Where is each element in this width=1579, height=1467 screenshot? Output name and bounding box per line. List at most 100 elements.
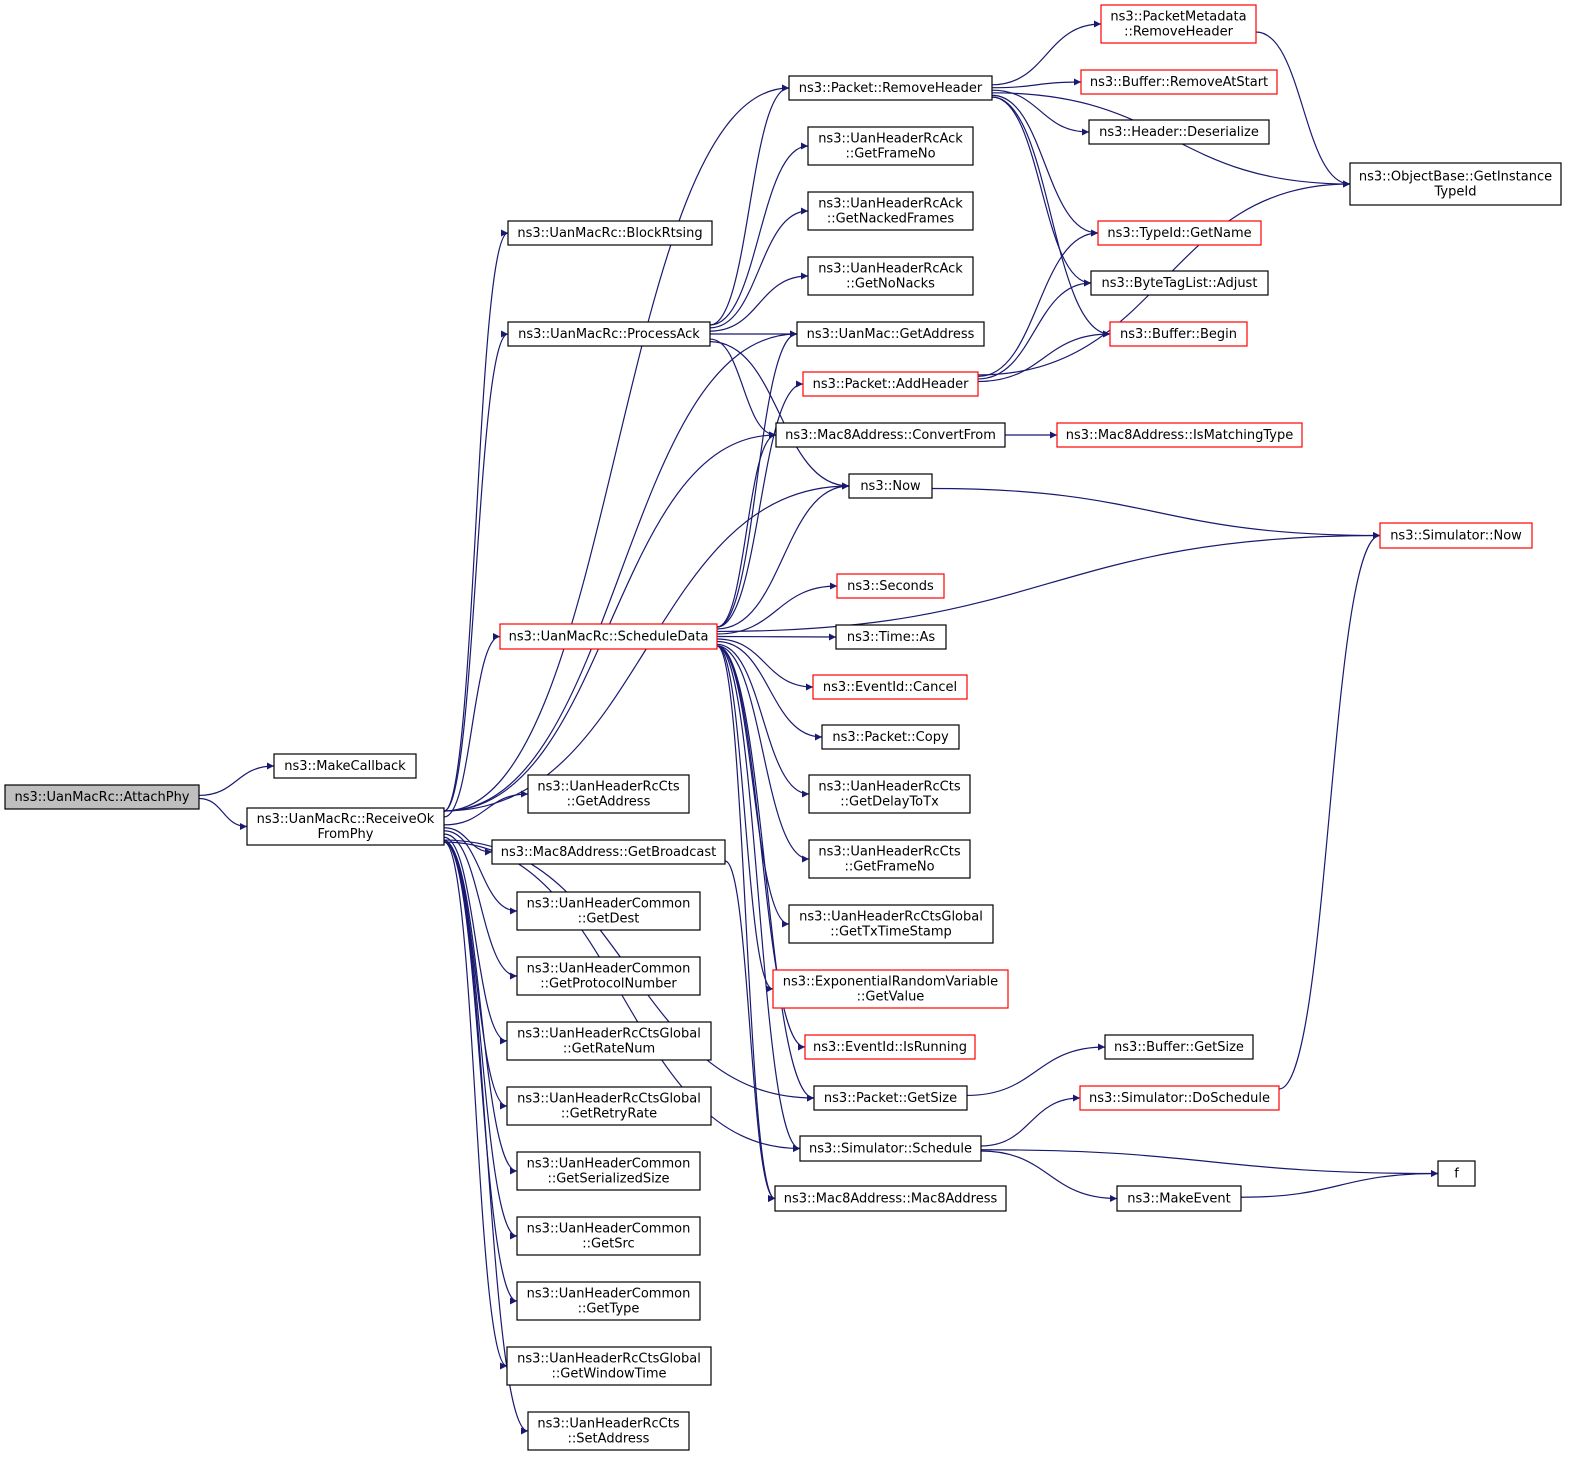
edge-receive_ok_from_phy-to-cts_set_address	[443, 841, 529, 1435]
node-label: ns3::UanHeaderRcAck	[818, 197, 963, 212]
node-ctsglobal-get-window-time[interactable]: ns3::UanHeaderRcCtsGlobal::GetWindowTime	[506, 1346, 712, 1386]
edge-packet_remove_header-to-buffer_remove_at_start	[991, 78, 1082, 89]
node-label: ns3::Simulator::Schedule	[809, 1142, 972, 1157]
edge-simulator_do_schedule-to-simulator_now	[1278, 532, 1381, 1090]
node-label: ns3::MakeEvent	[1127, 1192, 1231, 1207]
edge-receive_ok_from_phy-to-mac8_convert_from	[443, 431, 777, 812]
edge-now-to-simulator_now	[931, 487, 1381, 539]
edge-process_ack-to-ack_get_frame_no	[709, 142, 809, 326]
edge-simulator_schedule-to-simulator_do_schedule	[980, 1094, 1081, 1147]
node-cts-get-frame-no[interactable]: ns3::UanHeaderRcCts::GetFrameNo	[808, 839, 971, 879]
node-process-ack[interactable]: ns3::UanMacRc::ProcessAck	[507, 321, 711, 347]
node-label: ns3::UanHeaderRcCtsGlobal	[517, 1352, 701, 1367]
edge-schedule_data-to-packet_copy	[716, 640, 823, 741]
node-block-rtsing[interactable]: ns3::UanMacRc::BlockRtsing	[507, 220, 713, 246]
node-cts-get-address[interactable]: ns3::UanHeaderRcCts::GetAddress	[527, 774, 690, 814]
edge-packet_add_header-to-buffer_begin	[977, 330, 1111, 383]
node-buffer-begin[interactable]: ns3::Buffer::Begin	[1109, 321, 1248, 347]
node-packet-get-size[interactable]: ns3::Packet::GetSize	[813, 1085, 968, 1111]
node-common-get-src[interactable]: ns3::UanHeaderCommon::GetSrc	[516, 1216, 701, 1256]
node-ctsglobal-get-rate-num[interactable]: ns3::UanHeaderRcCtsGlobal::GetRateNum	[506, 1021, 712, 1061]
node-header-deserialize[interactable]: ns3::Header::Deserialize	[1088, 119, 1270, 145]
node-exp-rv-get-value[interactable]: ns3::ExponentialRandomVariable::GetValue	[772, 969, 1009, 1009]
node-buffer-remove-at-start[interactable]: ns3::Buffer::RemoveAtStart	[1080, 69, 1278, 95]
node-label: ns3::UanHeaderCommon	[527, 1222, 691, 1237]
edge-packet_remove_header-to-typeid_get_name	[991, 94, 1099, 237]
node-eventid-cancel[interactable]: ns3::EventId::Cancel	[812, 674, 968, 700]
edge-receive_ok_from_phy-to-block_rtsing	[443, 229, 509, 812]
node-cts-get-delay-to-tx[interactable]: ns3::UanHeaderRcCts::GetDelayToTx	[808, 774, 971, 814]
node-packet-remove-header[interactable]: ns3::Packet::RemoveHeader	[788, 75, 993, 101]
node-ack-get-frame-no[interactable]: ns3::UanHeaderRcAck::GetFrameNo	[807, 126, 974, 166]
node-label: ns3::Packet::GetSize	[824, 1091, 957, 1106]
node-label: ::RemoveHeader	[1124, 25, 1234, 40]
node-eventid-is-running[interactable]: ns3::EventId::IsRunning	[804, 1034, 976, 1060]
node-label: ns3::UanMacRc::ReceiveOk	[257, 812, 435, 827]
edge-packet_add_header-to-typeid_get_name	[977, 229, 1099, 378]
edge-schedule_data-to-mac8_convert_from	[716, 431, 777, 628]
edge-receive_ok_from_phy-to-common_get_serialized_size	[443, 841, 518, 1175]
node-label: ns3::UanHeaderCommon	[527, 962, 691, 977]
node-attach-phy[interactable]: ns3::UanMacRc::AttachPhy	[4, 784, 200, 810]
node-mac8-convert-from[interactable]: ns3::Mac8Address::ConvertFrom	[775, 422, 1006, 448]
node-mac8-get-broadcast[interactable]: ns3::Mac8Address::GetBroadcast	[491, 839, 726, 865]
node-label: ns3::EventId::IsRunning	[813, 1040, 967, 1055]
node-label: ::GetSrc	[582, 1237, 634, 1252]
edge-process_ack-to-ack_get_no_nacks	[709, 272, 809, 332]
node-metadata-remove-header[interactable]: ns3::PacketMetadata::RemoveHeader	[1100, 4, 1257, 44]
node-buffer-get-size[interactable]: ns3::Buffer::GetSize	[1104, 1034, 1254, 1060]
node-schedule-data[interactable]: ns3::UanMacRc::ScheduleData	[499, 623, 718, 650]
node-label: ::GetType	[578, 1302, 640, 1317]
edge-receive_ok_from_phy-to-cts_get_address	[443, 790, 529, 826]
node-label: ns3::ByteTagList::Adjust	[1102, 276, 1258, 291]
edge-receive_ok_from_phy-to-ctsglobal_get_retry_rate	[443, 839, 508, 1110]
node-ctsglobal-get-retry-rate[interactable]: ns3::UanHeaderRcCtsGlobal::GetRetryRate	[506, 1086, 712, 1126]
node-f[interactable]: f	[1437, 1160, 1476, 1187]
node-cts-set-address[interactable]: ns3::UanHeaderRcCts::SetAddress	[527, 1411, 690, 1451]
node-packet-copy[interactable]: ns3::Packet::Copy	[821, 724, 960, 750]
node-ctsglobal-get-tx-time-stamp[interactable]: ns3::UanHeaderRcCtsGlobal::GetTxTimeStam…	[788, 904, 994, 944]
node-label: ns3::UanHeaderCommon	[527, 1287, 691, 1302]
node-label: ns3::Simulator::Now	[1390, 529, 1522, 544]
node-common-get-dest[interactable]: ns3::UanHeaderCommon::GetDest	[516, 891, 701, 931]
node-common-get-protocol-number[interactable]: ns3::UanHeaderCommon::GetProtocolNumber	[516, 956, 701, 996]
node-seconds[interactable]: ns3::Seconds	[836, 573, 945, 599]
node-typeid-get-name[interactable]: ns3::TypeId::GetName	[1097, 220, 1262, 246]
node-label: ::GetFrameNo	[844, 860, 934, 875]
node-common-get-serialized-size[interactable]: ns3::UanHeaderCommon::GetSerializedSize	[516, 1151, 701, 1191]
node-label: ns3::Time::As	[847, 630, 936, 645]
node-label: ::GetSerializedSize	[547, 1172, 669, 1187]
node-simulator-schedule[interactable]: ns3::Simulator::Schedule	[799, 1135, 982, 1162]
edge-receive_ok_from_phy-to-uanmac_get_address	[443, 330, 798, 812]
edge-packet_remove_header-to-header_deserialize	[991, 89, 1090, 136]
edge-process_ack-to-ack_get_nacked_frames	[709, 207, 809, 329]
node-simulator-now[interactable]: ns3::Simulator::Now	[1379, 522, 1533, 549]
edge-receive_ok_from_phy-to-ctsglobal_get_rate_num	[443, 836, 508, 1045]
node-now[interactable]: ns3::Now	[848, 473, 933, 499]
node-label: ::GetTxTimeStamp	[830, 925, 952, 940]
node-label: ns3::UanMacRc::BlockRtsing	[517, 226, 702, 241]
node-make-callback[interactable]: ns3::MakeCallback	[273, 753, 417, 779]
node-uanmac-get-address[interactable]: ns3::UanMac::GetAddress	[796, 321, 985, 347]
node-label: ns3::UanHeaderCommon	[527, 1157, 691, 1172]
node-packet-add-header[interactable]: ns3::Packet::AddHeader	[802, 371, 979, 397]
node-common-get-type[interactable]: ns3::UanHeaderCommon::GetType	[516, 1281, 701, 1321]
node-label: ns3::UanHeaderRcAck	[818, 132, 963, 147]
node-mac8-is-matching-type[interactable]: ns3::Mac8Address::IsMatchingType	[1056, 422, 1303, 448]
node-simulator-do-schedule[interactable]: ns3::Simulator::DoSchedule	[1079, 1085, 1280, 1111]
node-make-event[interactable]: ns3::MakeEvent	[1116, 1185, 1242, 1212]
node-label: ::GetDelayToTx	[840, 795, 939, 810]
node-time-as[interactable]: ns3::Time::As	[835, 624, 947, 650]
node-ack-get-nacked-frames[interactable]: ns3::UanHeaderRcAck::GetNackedFrames	[807, 191, 974, 231]
node-label: TypeId	[1434, 185, 1477, 200]
edge-schedule_data-to-cts_get_frame_no	[716, 645, 810, 863]
node-ack-get-no-nacks[interactable]: ns3::UanHeaderRcAck::GetNoNacks	[807, 256, 974, 296]
edge-process_ack-to-packet_remove_header	[709, 84, 790, 326]
node-label: ns3::UanMacRc::AttachPhy	[14, 790, 189, 805]
node-mac8-mac8address[interactable]: ns3::Mac8Address::Mac8Address	[774, 1185, 1007, 1212]
node-bytetaglist-adjust[interactable]: ns3::ByteTagList::Adjust	[1090, 270, 1269, 296]
edge-schedule_data-to-mac8_mac8address	[716, 645, 776, 1202]
function-nodes: ns3::UanMacRc::AttachPhy ns3::MakeCallbac…	[4, 4, 1562, 1451]
